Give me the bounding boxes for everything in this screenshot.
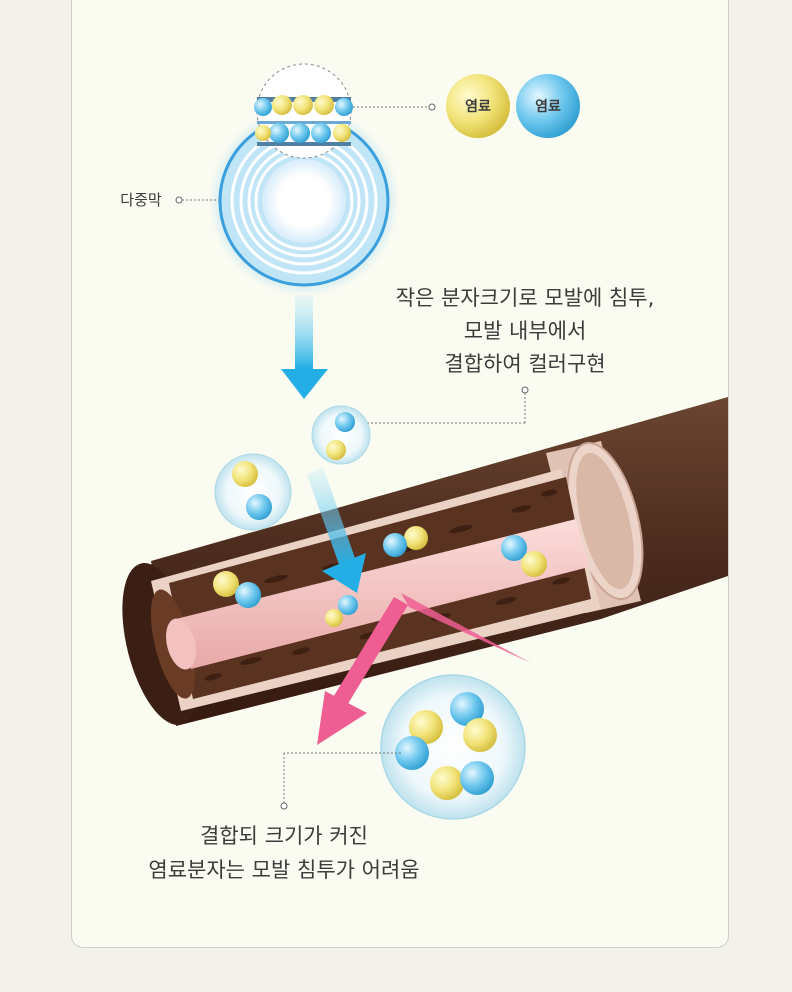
- dye-molecule-yellow: [232, 461, 258, 487]
- blocked-caption: 결합되 크기가 커진 염료분자는 모발 침투가 어려움: [148, 824, 419, 882]
- dye-molecule-yellow: [430, 766, 464, 800]
- dye-molecule-blue: [335, 98, 353, 116]
- dye-molecule-yellow: [409, 710, 443, 744]
- dye-molecule-yellow: [326, 440, 346, 460]
- dye-molecule-blue: [269, 123, 289, 143]
- penetration-arrow: [307, 467, 366, 593]
- dye-legend-yellow: 염료: [446, 74, 510, 138]
- caption-line-3: 결합하여 컬러구현: [444, 352, 605, 376]
- dye-molecule-blue: [501, 535, 527, 561]
- dye-molecule-yellow: [255, 125, 271, 141]
- dye-molecule-yellow: [293, 95, 313, 115]
- hair-shaft: [122, 397, 728, 726]
- dye-molecule-yellow: [272, 95, 292, 115]
- multilayer-capsule: [214, 111, 394, 291]
- penetration-caption: 작은 분자크기로 모발에 침투, 모발 내부에서 결합하여 컬러구현: [396, 286, 655, 376]
- dye-molecule-blue: [246, 494, 272, 520]
- dye-molecule-blue: [335, 412, 355, 432]
- dye-legend-blue-label: 염료: [535, 99, 561, 115]
- blocked-caption-line-1: 결합되 크기가 커진: [200, 824, 368, 848]
- diagram-card: 염료 염료 다중막 작은 분자크기로 모발에 침투, 모발 내부에서 결합하여 …: [71, 0, 729, 948]
- multilayer-label: 다중막: [120, 191, 162, 209]
- dye-legend-yellow-label: 염료: [465, 99, 491, 115]
- dye-molecule-blue: [395, 736, 429, 770]
- dye-penetration-diagram: 염료 염료 다중막 작은 분자크기로 모발에 침투, 모발 내부에서 결합하여 …: [120, 63, 728, 882]
- down-arrow: [281, 295, 328, 399]
- medium-dye-bubble: [214, 453, 292, 531]
- dye-molecule-yellow: [325, 609, 343, 627]
- dye-molecule-yellow: [213, 571, 239, 597]
- dye-molecule-blue: [254, 98, 272, 116]
- small-dye-bubble: [311, 405, 371, 465]
- dye-molecule-yellow: [314, 95, 334, 115]
- layer-magnifier: [254, 63, 353, 159]
- dye-molecule-blue: [460, 761, 494, 795]
- blocked-caption-line-2: 염료분자는 모발 침투가 어려움: [148, 858, 419, 882]
- dye-molecule-blue: [235, 582, 261, 608]
- dye-molecule-blue: [311, 123, 331, 143]
- large-dye-bubble: [380, 674, 526, 820]
- blocked-arrow: [317, 593, 531, 745]
- dye-molecule-blue: [450, 692, 484, 726]
- dye-molecule-yellow: [404, 526, 428, 550]
- dye-molecule-blue: [338, 595, 358, 615]
- caption-line-1: 작은 분자크기로 모발에 침투,: [396, 286, 655, 310]
- dye-molecule-blue: [290, 123, 310, 143]
- dye-molecule-yellow: [333, 124, 351, 142]
- dye-molecule-yellow: [521, 551, 547, 577]
- caption-line-2: 모발 내부에서: [464, 319, 587, 343]
- penetrated-dye-molecules: [213, 526, 547, 627]
- dye-molecule-yellow: [463, 718, 497, 752]
- dye-molecule-blue: [383, 533, 407, 557]
- dye-legend-blue: 염료: [516, 74, 580, 138]
